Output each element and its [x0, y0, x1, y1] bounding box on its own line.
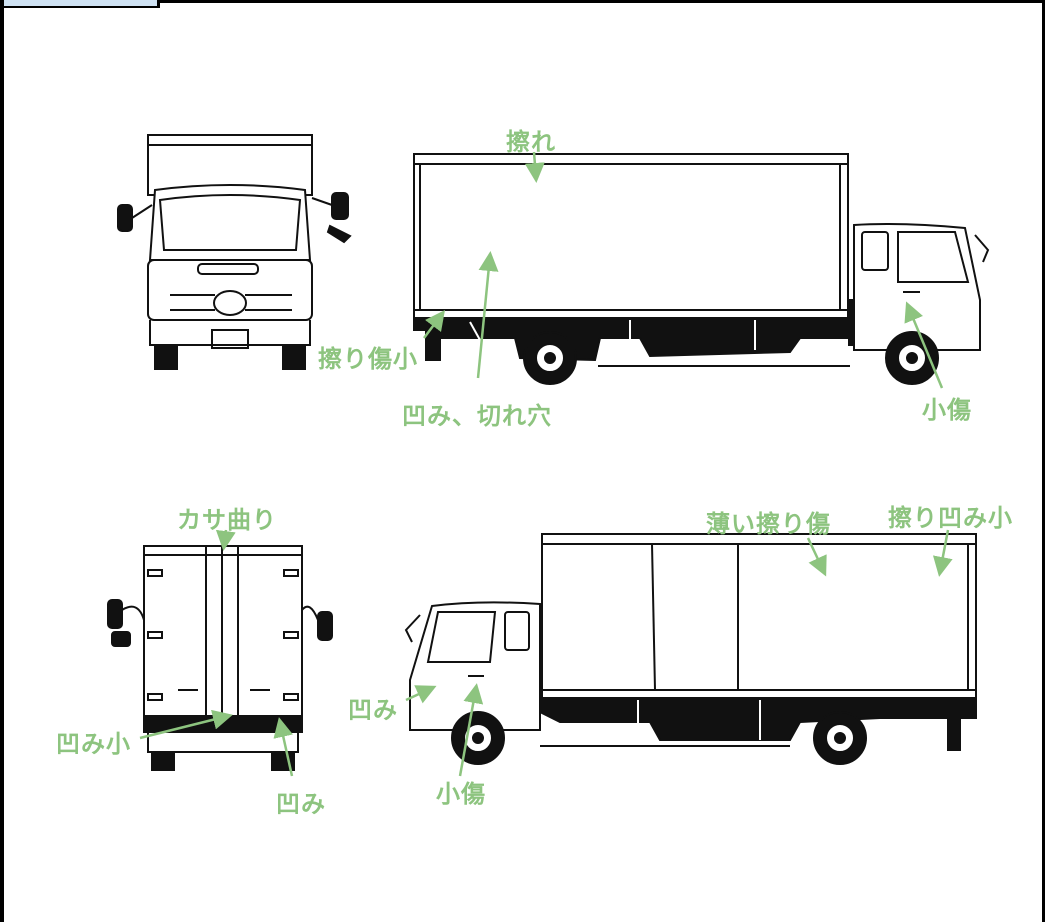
label-dent-rear: 凹み [276, 790, 326, 818]
truck-front-view [117, 134, 352, 370]
arrow-top-side-top [524, 151, 545, 183]
arrow-top-side-bottom [476, 251, 499, 379]
label-small-dent-rear: 凹み小 [56, 730, 131, 758]
frame-top-border [0, 0, 1045, 3]
label-scrape-dent-small: 擦り凹み小 [888, 504, 1013, 532]
arrow-bottom-side-door [458, 683, 484, 777]
label-minor-scratch-door: 小傷 [436, 780, 486, 808]
label-light-scratch: 薄い擦り傷 [706, 510, 831, 538]
label-scrape: 擦れ [506, 128, 556, 156]
label-small-scratch: 擦り傷小 [318, 345, 418, 373]
arrow-rear-top [215, 529, 236, 551]
label-dent-cut-hole: 凹み、切れ穴 [402, 402, 552, 430]
annotation-arrows [139, 151, 953, 777]
arrow-rear-lower-right [273, 717, 294, 777]
sheet-tab[interactable] [4, 0, 160, 8]
arrow-bottom-side-right [932, 529, 953, 577]
frame-right-border [1042, 0, 1045, 922]
arrow-top-side-cab [904, 301, 944, 389]
arrow-rear-lower-left [139, 709, 233, 740]
label-umbrella-bend: カサ曲り [177, 506, 277, 534]
arrow-top-side-lower-left [423, 310, 445, 339]
arrow-bottom-side-front [405, 685, 437, 704]
truck-side-view-left [404, 533, 977, 765]
label-minor-scratch-cab: 小傷 [922, 396, 972, 424]
label-dent-front: 凹み [348, 696, 398, 724]
truck-side-view-right [413, 153, 990, 385]
arrow-bottom-side-mid [806, 537, 827, 577]
